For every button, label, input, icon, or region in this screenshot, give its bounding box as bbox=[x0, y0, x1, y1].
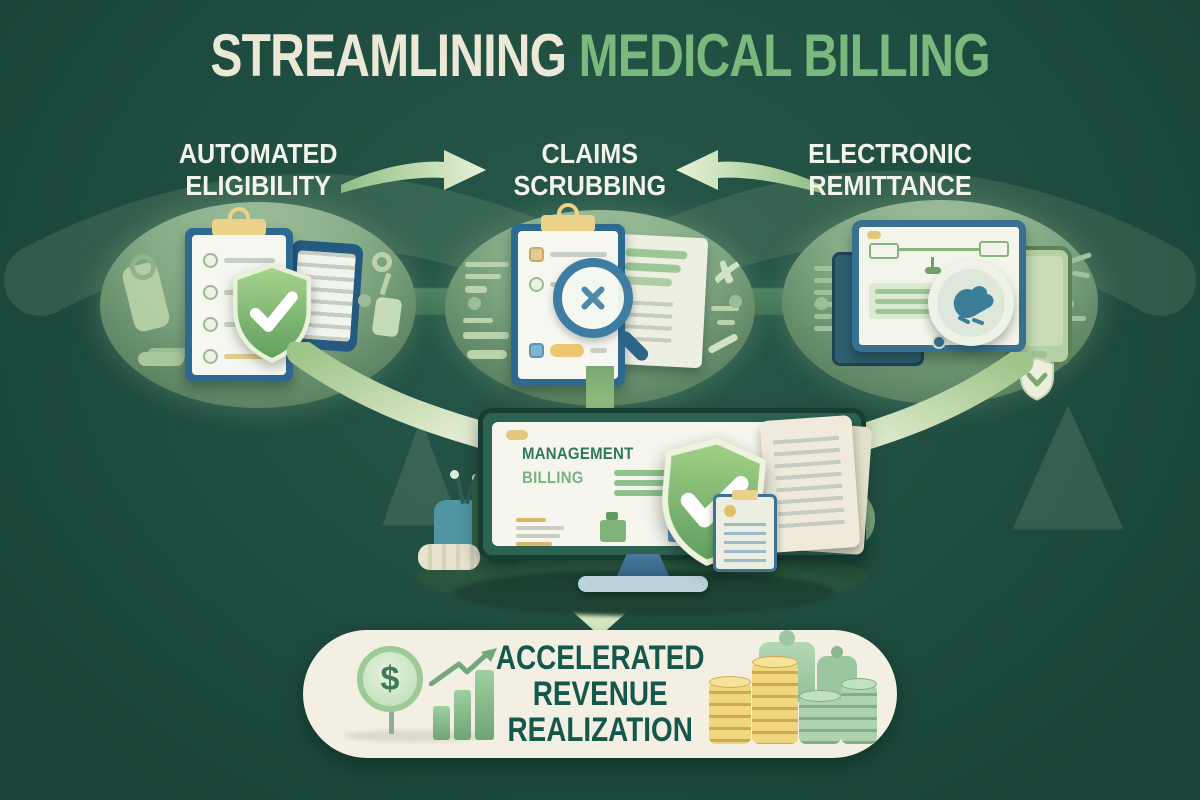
flow-arrow-eligibility-to-scrubbing bbox=[341, 150, 486, 193]
outcome-label: ACCELERATED REVENUE REALIZATION bbox=[495, 638, 705, 750]
step-illustration-electronic-remittance bbox=[782, 200, 1098, 404]
step-label-claims-scrubbing: CLAIMS SCRUBBING bbox=[513, 138, 667, 201]
growth-bars-icon bbox=[429, 648, 499, 740]
dollar-coin-icon: $ bbox=[357, 646, 423, 712]
cup-icon bbox=[371, 296, 403, 338]
green-coin-stack bbox=[841, 678, 877, 744]
connector-dot bbox=[358, 294, 371, 307]
payment-badge-icon bbox=[928, 260, 1014, 346]
clipboard-icon bbox=[713, 490, 777, 572]
gold-coin-stack bbox=[752, 656, 798, 744]
coin-pole bbox=[389, 690, 394, 734]
title-primary: STREAMLINING bbox=[210, 22, 567, 89]
step-label-automated-eligibility: AUTOMATED ELIGIBILITY bbox=[178, 138, 338, 201]
gold-coin-stack bbox=[709, 676, 751, 744]
step-label-electronic-remittance: ELECTRONIC REMITTANCE bbox=[808, 138, 972, 201]
connector-dot bbox=[468, 297, 481, 310]
monitor-stand-neck bbox=[616, 554, 670, 578]
outcome-banner: ACCELERATED REVENUE REALIZATION $ bbox=[303, 630, 897, 758]
central-illustration-billing-management: MANAGEMENT BILLING bbox=[408, 398, 878, 616]
step-illustration-automated-eligibility bbox=[100, 202, 416, 408]
flow-arrow-remittance-to-scrubbing bbox=[676, 150, 821, 193]
shield-check-icon bbox=[232, 263, 312, 363]
screen-title-line1: MANAGEMENT bbox=[522, 444, 634, 463]
pebble-pile-icon bbox=[138, 352, 184, 366]
green-coin-stack bbox=[799, 690, 841, 744]
connector-dot bbox=[815, 297, 828, 310]
stamp-ring-icon bbox=[130, 254, 156, 280]
step-illustration-claims-scrubbing: ✘ bbox=[445, 203, 755, 406]
coin-stacks-icon bbox=[707, 630, 879, 750]
title-accent: MEDICAL BILLING bbox=[578, 22, 991, 89]
page-title: STREAMLINING MEDICAL BILLING bbox=[0, 26, 1200, 86]
screen-doodle-machine bbox=[600, 512, 626, 542]
monitor-stand-base bbox=[578, 576, 708, 592]
magnifier-x-icon bbox=[553, 258, 633, 338]
basket-icon bbox=[418, 544, 480, 570]
connector-dot bbox=[729, 295, 742, 308]
screen-title-line2: BILLING bbox=[522, 468, 584, 487]
dollar-growth-chart-icon: $ bbox=[333, 646, 498, 742]
key-icon bbox=[372, 252, 392, 296]
